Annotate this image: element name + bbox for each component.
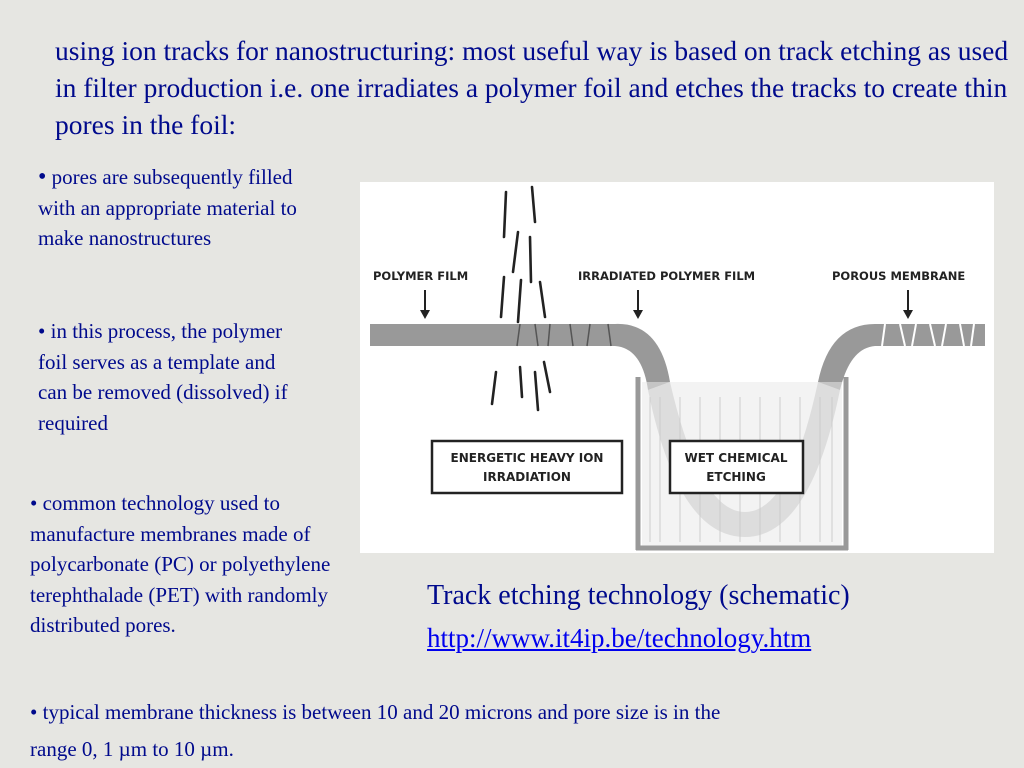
bullet-marker: • — [30, 700, 38, 724]
schematic-drawing: POLYMER FILM IRRADIATED POLYMER FILM POR… — [370, 185, 985, 551]
source-link[interactable]: http://www.it4ip.be/technology.htm — [427, 623, 812, 653]
bullet-marker: • — [38, 164, 47, 190]
film-curve-right — [818, 324, 875, 390]
label-irradiated-film: IRRADIATED POLYMER FILM — [578, 269, 755, 283]
bullet-text: typical membrane thickness is between 10… — [30, 700, 721, 761]
label-porous-membrane: POROUS MEMBRANE — [832, 269, 965, 283]
label-arrows — [420, 290, 913, 319]
irradiation-box: ENERGETIC HEAVY ION IRRADIATION — [430, 439, 624, 495]
membrane-pores — [881, 323, 975, 347]
etching-line1: WET CHEMICAL — [685, 451, 788, 465]
bullet-common-technology: • common technology used to manufacture … — [30, 488, 380, 641]
ion-tracks — [490, 185, 552, 412]
bullet-pores-filled: • pores are subsequently filled with an … — [38, 162, 318, 254]
polymer-film — [370, 324, 505, 346]
film-curve-left — [615, 323, 670, 390]
etching-line2: ETCHING — [706, 470, 766, 484]
bullet-text: common technology used to manufacture me… — [30, 491, 331, 637]
irradiation-line1: ENERGETIC HEAVY ION — [451, 451, 604, 465]
figure-caption: Track etching technology (schematic) — [427, 580, 850, 611]
bullet-template: • in this process, the polymer foil serv… — [38, 316, 308, 438]
track-etching-schematic: POLYMER FILM IRRADIATED POLYMER FILM POR… — [360, 182, 994, 553]
irradiated-film-section — [505, 324, 615, 346]
etching-box: WET CHEMICAL ETCHING — [668, 439, 805, 495]
bullet-text: pores are subsequently filled with an ap… — [38, 165, 297, 250]
intro-paragraph: using ion tracks for nanostructuring: mo… — [55, 35, 1009, 140]
bullet-marker: • — [30, 491, 38, 515]
porous-membrane — [875, 324, 985, 346]
bullet-marker: • — [38, 319, 46, 343]
irradiation-line2: IRRADIATION — [483, 470, 571, 484]
latent-tracks — [516, 323, 612, 347]
label-polymer-film: POLYMER FILM — [373, 269, 468, 283]
bullet-membrane-thickness: • typical membrane thickness is between … — [30, 694, 730, 768]
bullet-text: in this process, the polymer foil serves… — [38, 319, 288, 435]
